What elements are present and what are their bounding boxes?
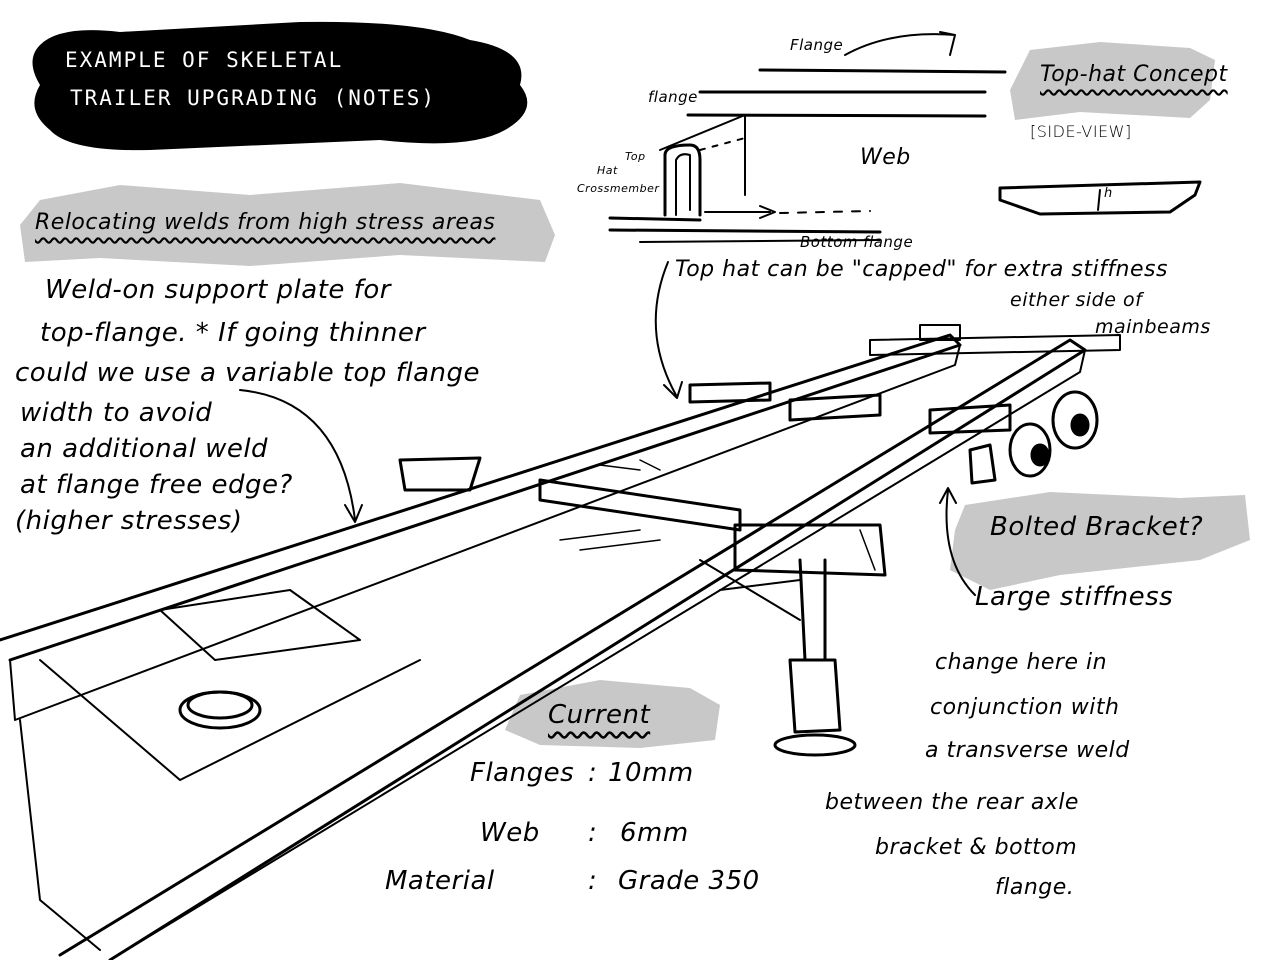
bolted-line: bracket & bottom bbox=[875, 835, 1078, 860]
relocating-line: (higher stresses) bbox=[15, 506, 243, 536]
current-highlight bbox=[505, 680, 720, 748]
relocating-line: Weld-on support plate for bbox=[45, 275, 391, 305]
label-crossmember-1: Top bbox=[625, 150, 646, 163]
capped-line: mainbeams bbox=[1095, 316, 1211, 338]
tophat-highlight bbox=[1010, 42, 1215, 120]
bolted-line: flange. bbox=[995, 875, 1075, 900]
capped-line: either side of bbox=[1010, 289, 1143, 311]
capped-line: Top hat can be "capped" for extra stiffn… bbox=[675, 257, 1168, 282]
bolted-line: a transverse weld bbox=[925, 738, 1130, 763]
current-row-sep: : bbox=[588, 866, 598, 896]
label-h: h bbox=[1104, 186, 1113, 201]
relocating-line: could we use a variable top flange bbox=[15, 358, 480, 388]
relocating-highlight bbox=[20, 183, 555, 266]
trailer-sketch bbox=[0, 324, 1121, 960]
relocating-line: an additional weld bbox=[20, 434, 269, 464]
bolted-heading: Bolted Bracket? bbox=[990, 512, 1204, 542]
arrow-to-crossmember bbox=[654, 261, 683, 399]
title-line-1: EXAMPLE OF SKELETAL bbox=[65, 48, 344, 72]
tophat-heading: Top-hat Concept bbox=[1040, 62, 1228, 87]
current-heading: Current bbox=[548, 700, 651, 730]
current-row-value: 6mm bbox=[620, 818, 689, 848]
current-row-sep: : bbox=[588, 758, 598, 788]
label-crossmember-3: Crossmember bbox=[577, 182, 660, 195]
arrow-to-bracket bbox=[939, 487, 976, 596]
bolted-line: conjunction with bbox=[930, 695, 1120, 720]
label-flange-top: Flange bbox=[790, 36, 844, 54]
relocating-line: width to avoid bbox=[20, 398, 213, 428]
relocating-line: at flange free edge? bbox=[20, 470, 293, 500]
bolted-line: change here in bbox=[935, 650, 1108, 675]
current-row-label: Web bbox=[480, 818, 540, 848]
tophat-section-diagram bbox=[608, 31, 1202, 243]
label-bottom-flange: Bottom flange bbox=[800, 233, 914, 251]
label-web: Web bbox=[860, 145, 911, 170]
bolted-highlight bbox=[950, 492, 1250, 590]
label-crossmember-2: Hat bbox=[597, 164, 618, 177]
current-row-value: Grade 350 bbox=[618, 866, 760, 896]
title-ink-blob bbox=[32, 21, 528, 151]
arrow-to-flange-edge bbox=[239, 389, 363, 523]
bolted-line: Large stiffness bbox=[975, 582, 1174, 612]
side-view-label: [SIDE-VIEW] bbox=[1030, 122, 1132, 141]
relocating-heading: Relocating welds from high stress areas bbox=[35, 210, 496, 235]
label-flange: flange bbox=[648, 88, 698, 106]
current-row-sep: : bbox=[588, 818, 598, 848]
current-row-value: 10mm bbox=[608, 758, 694, 788]
title-line-2: TRAILER UPGRADING (NOTES) bbox=[70, 86, 437, 110]
relocating-line: top-flange. * If going thinner bbox=[40, 318, 426, 348]
current-row-label: Flanges bbox=[470, 758, 575, 788]
bolted-line: between the rear axle bbox=[825, 790, 1079, 815]
current-row-label: Material bbox=[385, 866, 495, 896]
